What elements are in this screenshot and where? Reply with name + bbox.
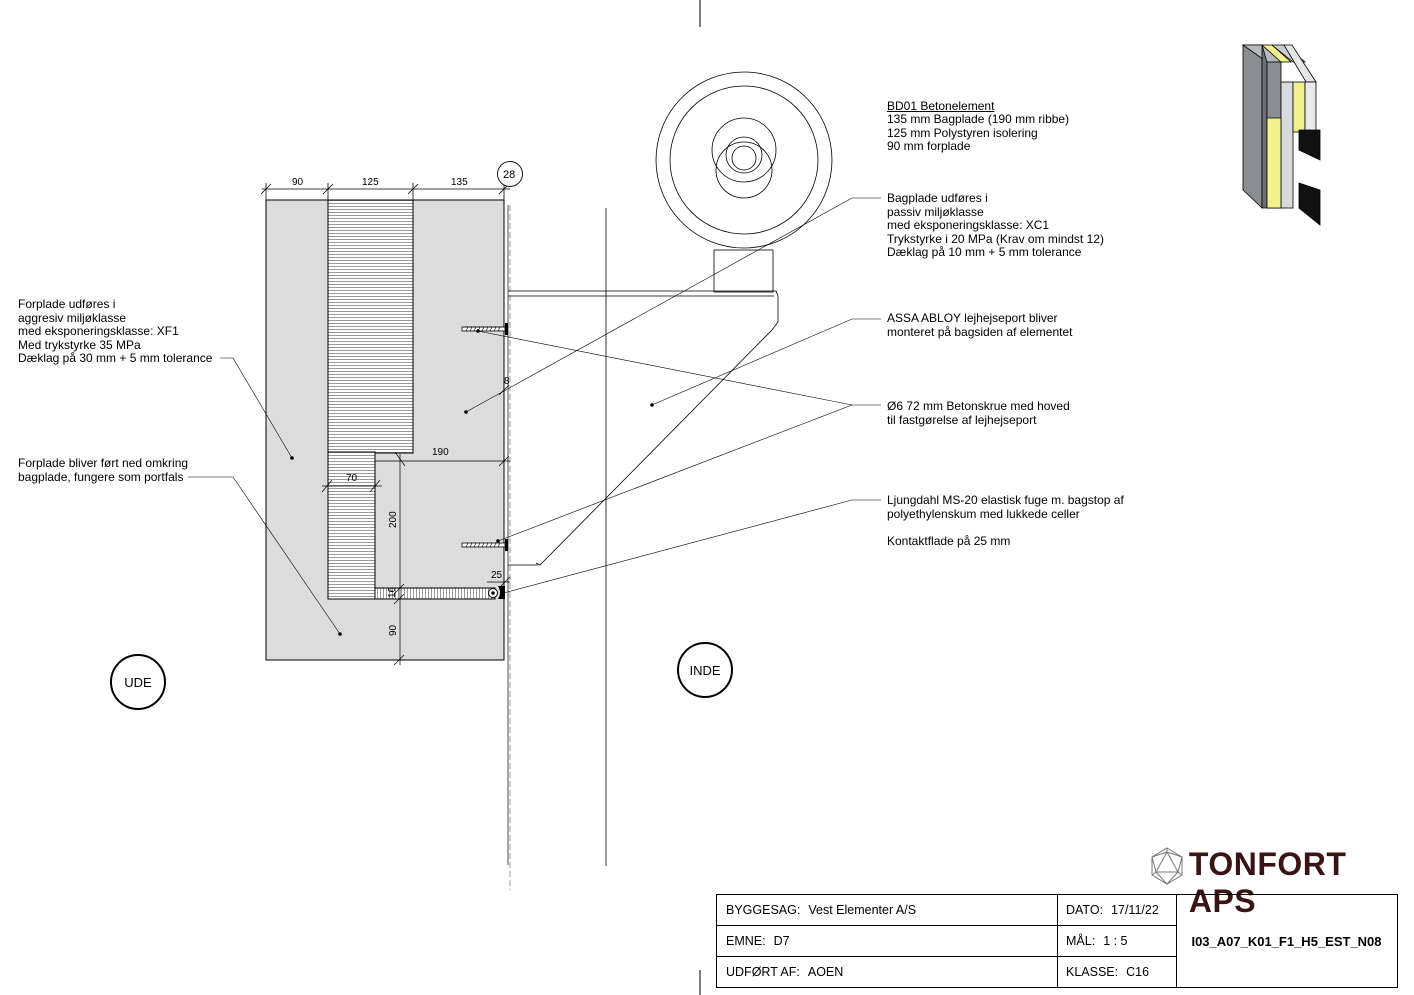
- dim-190: 190: [432, 447, 449, 458]
- udfoert-cell: UDFØRT AF: AOEN: [717, 957, 1057, 987]
- detail-number: 28: [503, 169, 515, 181]
- klasse-cell: KLASSE: C16: [1057, 957, 1176, 987]
- dim-125: 125: [362, 177, 379, 188]
- dato-cell: DATO: 17/11/22: [1057, 895, 1176, 925]
- dim-200: 200: [388, 511, 399, 528]
- maal-cell: MÅL: 1 : 5: [1057, 926, 1176, 956]
- maal-label: MÅL:: [1066, 934, 1096, 948]
- note-element-lines: 135 mm Bagplade (190 mm ribbe) 125 mm Po…: [887, 112, 1070, 153]
- leader-lines: [188, 197, 881, 635]
- maal-value: 1 : 5: [1103, 934, 1128, 948]
- note-bagplade: Bagplade udføres i passiv miljøklasse me…: [887, 191, 1104, 259]
- tonfort-logo-icon: [1151, 847, 1183, 885]
- dim-90-top: 90: [292, 177, 304, 188]
- drawing-code: I03_A07_K01_F1_H5_EST_N08: [1191, 933, 1382, 949]
- dato-label: DATO:: [1066, 903, 1104, 917]
- title-block: BYGGESAG: Vest Elementer A/S DATO: 17/11…: [716, 894, 1398, 988]
- dim-8: 8: [504, 376, 510, 387]
- company-name: TONFORT APS: [1188, 846, 1347, 919]
- note-sealant: Ljungdahl MS-20 elastisk fuge m. bagstop…: [887, 493, 1124, 548]
- note-forplade: Forplade udføres i aggresiv miljøklasse …: [18, 297, 213, 365]
- door-roller: [655, 71, 833, 293]
- dim-70: 70: [346, 473, 358, 484]
- klasse-label: KLASSE:: [1066, 965, 1119, 979]
- emne-cell: EMNE: D7: [717, 926, 1057, 956]
- note-concrete-screw: Ø6 72 mm Betonskrue med hoved til fastgø…: [887, 399, 1070, 427]
- klasse-value: C16: [1126, 965, 1150, 979]
- concrete-screw-upper: [461, 323, 508, 335]
- byggesag-value: Vest Elementer A/S: [808, 903, 917, 917]
- dato-value: 17/11/22: [1111, 903, 1159, 917]
- emne-label: EMNE:: [726, 934, 766, 948]
- note-portfals: Forplade bliver ført ned omkring bagplad…: [18, 456, 189, 484]
- dim-16: 16: [387, 586, 398, 598]
- udfoert-value: AOEN: [807, 965, 844, 979]
- udfoert-label: UDFØRT AF:: [726, 965, 800, 979]
- dim-135: 135: [451, 177, 468, 188]
- byggesag-cell: BYGGESAG: Vest Elementer A/S: [717, 895, 1057, 925]
- emne-value: D7: [773, 934, 790, 948]
- detail-number-bubble: [497, 161, 523, 187]
- note-element-title: BD01 Betonelement: [887, 98, 995, 113]
- dim-90-bottom: 90: [388, 624, 399, 636]
- dim-25: 25: [491, 570, 503, 581]
- concrete-element: [265, 199, 505, 661]
- top-dimension-chain: [260, 183, 510, 200]
- door-bracket: [508, 290, 779, 566]
- note-assa-abloy: ASSA ABLOY lejhejseport bliver monteret …: [887, 311, 1073, 339]
- concrete-screw-lower: [461, 539, 508, 551]
- inde-tag: INDE: [677, 642, 733, 698]
- element-3d-thumbnail: [1241, 44, 1321, 226]
- byggesag-label: BYGGESAG:: [726, 903, 801, 917]
- ude-tag: UDE: [110, 654, 166, 710]
- company-logo: TONFORT APS: [1150, 846, 1414, 920]
